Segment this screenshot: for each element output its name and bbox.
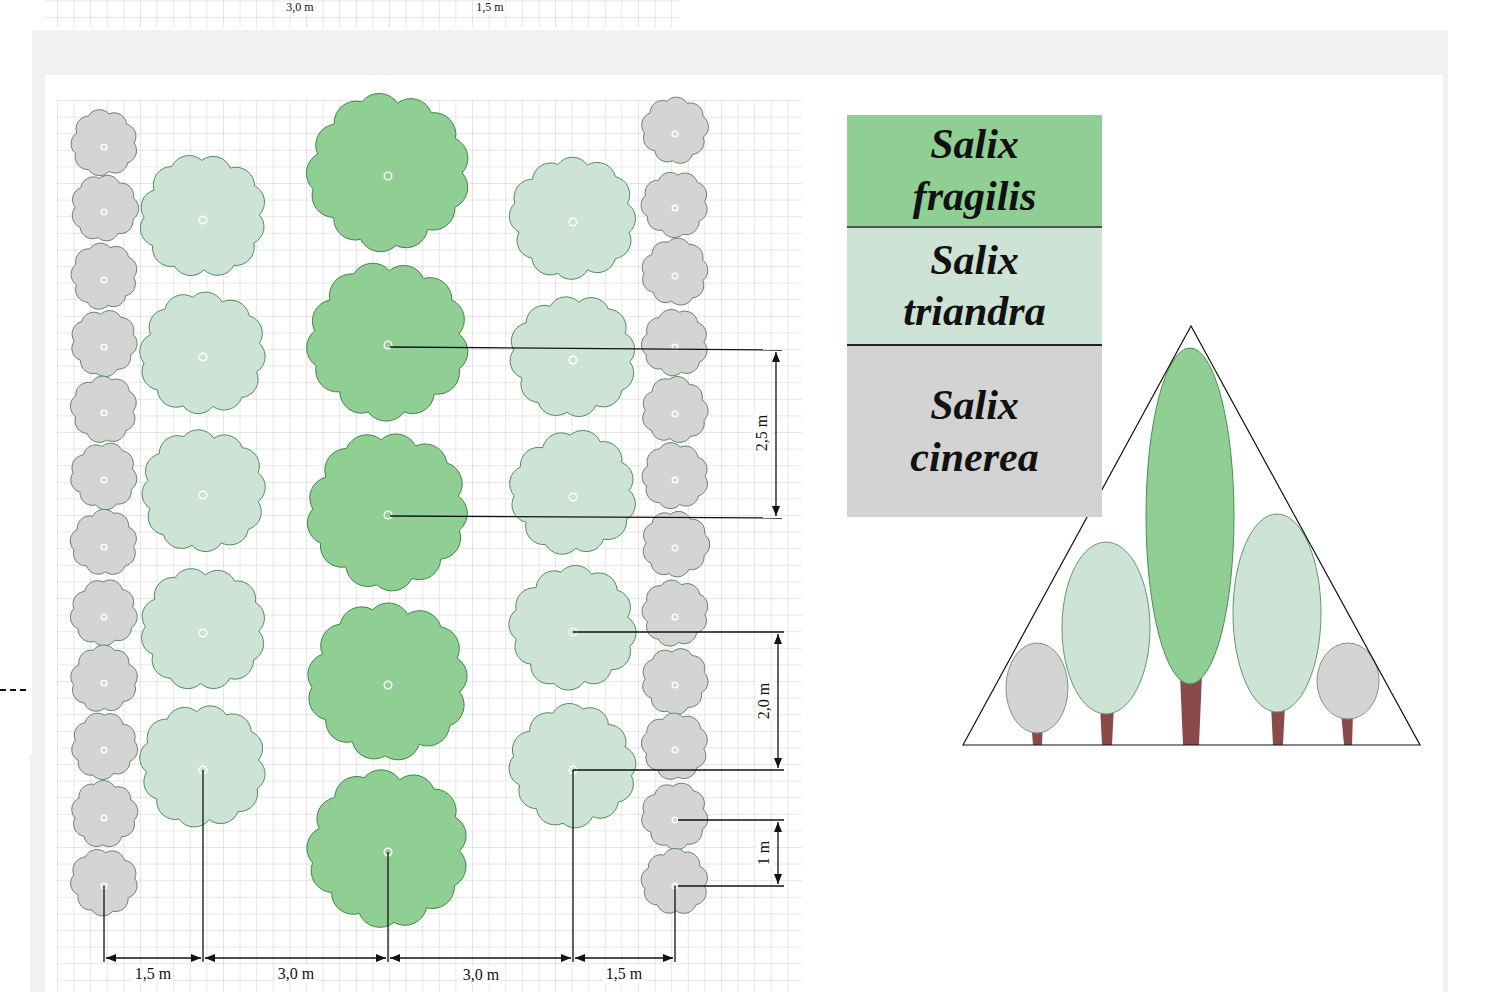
shrub-crown (72, 311, 137, 377)
legend-text: Salix fragilis (870, 119, 1080, 221)
dimension-label: 1,5 m (474, 1, 505, 14)
shrub-crown (643, 377, 708, 443)
shrub-crown (642, 97, 709, 163)
plant-point (569, 493, 577, 501)
plant-point (672, 411, 678, 417)
plant-point (672, 545, 678, 551)
shrub-crown (140, 292, 265, 414)
shrub-crown (642, 443, 707, 509)
plant-point (384, 172, 392, 180)
shrub-crown (642, 238, 708, 305)
plant-point (672, 682, 678, 688)
shrub-crown (307, 434, 467, 591)
shrub-crown (71, 443, 137, 510)
shrub-crown (140, 155, 264, 275)
plant-point (384, 341, 392, 349)
figure-panel (45, 75, 1443, 992)
shrub-crown (70, 509, 136, 574)
plant-point (199, 353, 207, 361)
dimension-label: 1 m (755, 839, 773, 867)
side-panel (0, 0, 32, 755)
plant-point (101, 680, 107, 686)
legend-swatch: Salix cinerea (847, 344, 1102, 517)
plant-point (672, 131, 678, 137)
legend-swatch: Salix triandra (847, 226, 1102, 344)
shrub-crown (307, 770, 466, 928)
shrub-crown (510, 430, 636, 554)
plant-point (672, 614, 678, 620)
plant-point (672, 747, 678, 753)
shrub-crown (642, 783, 708, 850)
plant-point (384, 511, 392, 519)
plant-point (384, 681, 392, 689)
shrub-crown (71, 645, 138, 711)
shrub-crown (641, 309, 707, 375)
dimension-label: 1,5 m (133, 965, 173, 983)
plant-point (101, 544, 107, 550)
legend-text: Salix cinerea (870, 380, 1080, 482)
shrub-crown (72, 713, 138, 779)
plant-point (569, 356, 577, 364)
plant-point (672, 477, 678, 483)
dimension-label: 2,5 m (753, 413, 771, 453)
shrub-crown (641, 848, 707, 913)
plant-point (569, 218, 577, 226)
plant-point (672, 273, 678, 279)
plant-point (101, 747, 107, 753)
shrub-crown (142, 569, 265, 689)
shrub-crown (643, 511, 710, 576)
shrub-crown (510, 297, 635, 417)
plant-point (101, 614, 107, 620)
plant-point (199, 629, 207, 637)
shrub-crown (72, 175, 138, 240)
top-fragment (45, 0, 680, 28)
shrub-crown (71, 243, 137, 309)
dimension-label: 3,0 m (461, 966, 501, 984)
shrub-crown (71, 110, 136, 176)
shrub-crown (142, 430, 265, 552)
shrub-crown (70, 580, 137, 646)
page-panel (30, 30, 1448, 992)
dimension-label: 3,0 m (276, 965, 316, 983)
shrub-crown (72, 781, 138, 847)
plant-point (101, 277, 107, 283)
plant-point (672, 205, 678, 211)
shrub-crown (641, 172, 707, 237)
plant-point (101, 815, 107, 821)
shrub-crown (306, 93, 468, 251)
dash-fragment (0, 689, 30, 691)
shrubs (70, 93, 709, 927)
plant-point (199, 491, 207, 499)
plant-point (101, 144, 107, 150)
legend-swatch: Salix fragilis (847, 115, 1102, 226)
shrub-crown (70, 376, 136, 442)
plant-point (101, 410, 107, 416)
dimension-label: 1,5 m (604, 965, 644, 983)
plant-point (101, 477, 107, 483)
plant-point (672, 817, 678, 823)
dimension-label: 3,0 m (284, 1, 315, 14)
dimension-label: 2,0 m (755, 681, 773, 721)
plant-point (199, 216, 207, 224)
shrub-crown (509, 157, 635, 279)
shrub-crown (308, 603, 467, 760)
shrub-crown (509, 565, 636, 690)
legend-text: Salix triandra (870, 235, 1080, 337)
plant-point (101, 344, 107, 350)
grid (57, 100, 802, 992)
top-grid (45, 0, 680, 28)
shrub-crown (642, 580, 708, 646)
shrub-crown (307, 263, 468, 421)
dimension-lines (104, 347, 784, 962)
shrub-crown (643, 649, 708, 715)
plant-point (101, 209, 107, 215)
